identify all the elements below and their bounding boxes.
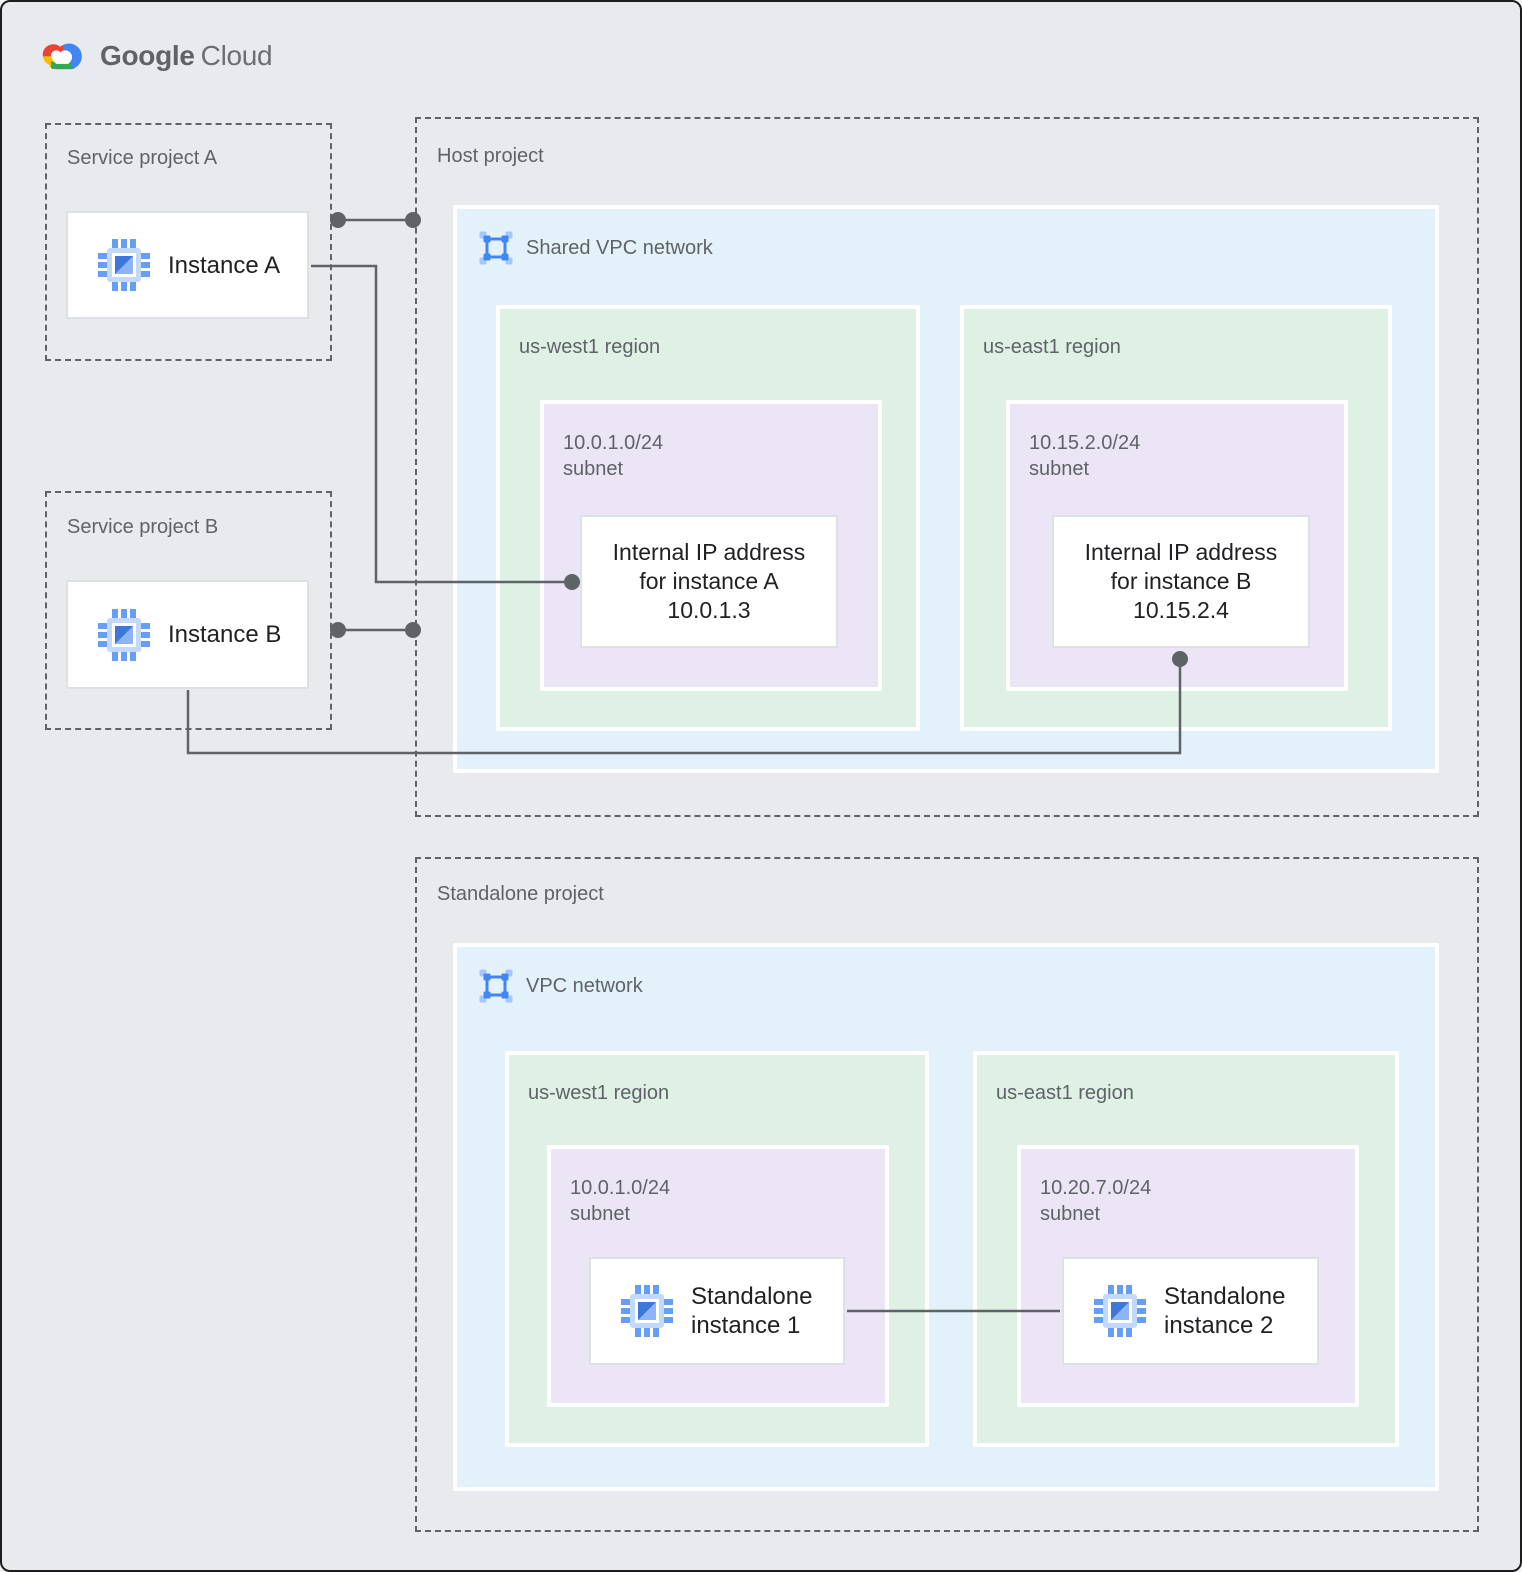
internal-ip-a-line1: Internal IP address xyxy=(612,539,806,565)
standalone-instance-1-line2: instance 1 xyxy=(691,1312,801,1339)
vpc-network-box: VPC network us-west1 region 10.0.1.0/24 … xyxy=(453,943,1439,1491)
standalone-instance-1-label: Standalone instance 1 xyxy=(691,1282,812,1340)
compute-instance-icon xyxy=(621,1285,673,1337)
vpc-network-icon xyxy=(479,969,513,1003)
standalone-project-title: Standalone project xyxy=(437,883,604,905)
instance-a-label: Instance A xyxy=(168,251,281,279)
host-subnet-b-cidr: 10.15.2.0/24 xyxy=(1029,432,1141,454)
standalone-instance-1-card: Standalone instance 1 xyxy=(589,1257,845,1365)
connector-dot xyxy=(330,212,346,228)
standalone-region-us-west1-title: us-west1 region xyxy=(528,1082,670,1104)
standalone-subnet-2-cidr: 10.20.7.0/24 xyxy=(1040,1177,1152,1199)
instance-a-card: Instance A xyxy=(66,211,309,319)
host-region-us-east1-title: us-east1 region xyxy=(983,336,1121,358)
vpc-network-icon xyxy=(479,231,513,265)
compute-instance-icon xyxy=(98,608,150,661)
internal-ip-b-line2: for instance B xyxy=(1110,568,1252,594)
standalone-subnet-1-word: subnet xyxy=(570,1203,631,1225)
host-subnet-b-word: subnet xyxy=(1029,458,1090,480)
logo-word-cloud: Cloud xyxy=(200,40,273,71)
standalone-instance-2-line1: Standalone xyxy=(1164,1283,1286,1310)
standalone-subnet-2-word: subnet xyxy=(1040,1203,1101,1225)
vpc-network-header: VPC network xyxy=(479,969,643,1003)
standalone-subnet-1-cidr: 10.0.1.0/24 xyxy=(570,1177,671,1199)
standalone-subnet-1: 10.0.1.0/24 subnet xyxy=(547,1145,889,1407)
standalone-region-us-east1-title: us-east1 region xyxy=(996,1082,1134,1104)
standalone-instance-2-card: Standalone instance 2 xyxy=(1062,1257,1319,1365)
connector-dot xyxy=(330,622,346,638)
compute-instance-icon xyxy=(1094,1285,1146,1337)
host-subnet-a-label: 10.0.1.0/24 subnet xyxy=(563,430,663,482)
vpc-network-label: VPC network xyxy=(526,974,643,997)
host-project-box: Host project Shared VPC network us-west1… xyxy=(415,117,1479,817)
internal-ip-a-line3: 10.0.1.3 xyxy=(667,597,751,623)
instance-b-label: Instance B xyxy=(168,621,282,648)
internal-ip-a-line2: for instance A xyxy=(639,568,779,594)
standalone-instance-2-label: Standalone instance 2 xyxy=(1164,1282,1285,1340)
host-region-us-east1: us-east1 region 10.15.2.0/24 subnet Inte… xyxy=(960,305,1392,731)
host-subnet-b-label: 10.15.2.0/24 subnet xyxy=(1029,430,1140,482)
standalone-region-us-east1: us-east1 region 10.20.7.0/24 subnet xyxy=(973,1051,1399,1447)
standalone-region-us-west1: us-west1 region 10.0.1.0/24 subnet xyxy=(505,1051,929,1447)
host-project-title: Host project xyxy=(437,145,544,167)
service-project-b-box: Service project B Instance B xyxy=(45,491,332,730)
shared-vpc-network-label: Shared VPC network xyxy=(526,236,713,259)
compute-instance-icon xyxy=(98,239,150,291)
standalone-project-box: Standalone project VPC network us-west1 … xyxy=(415,857,1479,1532)
standalone-instance-1-line1: Standalone xyxy=(691,1283,813,1310)
shared-vpc-network-box: Shared VPC network us-west1 region 10.0.… xyxy=(453,205,1439,773)
service-project-a-box: Service project A Instance A xyxy=(45,123,332,361)
internal-ip-b-card: Internal IP address for instance B 10.15… xyxy=(1052,515,1310,648)
standalone-subnet-2: 10.20.7.0/24 subnet xyxy=(1017,1145,1359,1407)
host-subnet-a-word: subnet xyxy=(563,458,624,480)
standalone-subnet-2-label: 10.20.7.0/24 subnet xyxy=(1040,1175,1151,1227)
internal-ip-a-card: Internal IP address for instance A 10.0.… xyxy=(580,515,838,648)
internal-ip-b-line1: Internal IP address xyxy=(1084,539,1278,565)
google-cloud-logo-icon xyxy=(42,43,82,70)
instance-b-card: Instance B xyxy=(66,580,309,689)
host-subnet-b: 10.15.2.0/24 subnet Internal IP address … xyxy=(1006,400,1348,691)
host-region-us-west1-title: us-west1 region xyxy=(519,336,661,358)
host-subnet-a-cidr: 10.0.1.0/24 xyxy=(563,432,664,454)
logo-word-google: Google xyxy=(100,40,195,71)
internal-ip-b-line3: 10.15.2.4 xyxy=(1133,597,1229,623)
standalone-instance-2-line2: instance 2 xyxy=(1164,1312,1274,1339)
shared-vpc-network-header: Shared VPC network xyxy=(479,231,713,265)
host-subnet-a: 10.0.1.0/24 subnet Internal IP address f… xyxy=(540,400,882,691)
host-region-us-west1: us-west1 region 10.0.1.0/24 subnet Inter… xyxy=(496,305,920,731)
standalone-subnet-1-label: 10.0.1.0/24 subnet xyxy=(570,1175,670,1227)
service-project-a-title: Service project A xyxy=(67,147,218,169)
service-project-b-title: Service project B xyxy=(67,516,219,538)
